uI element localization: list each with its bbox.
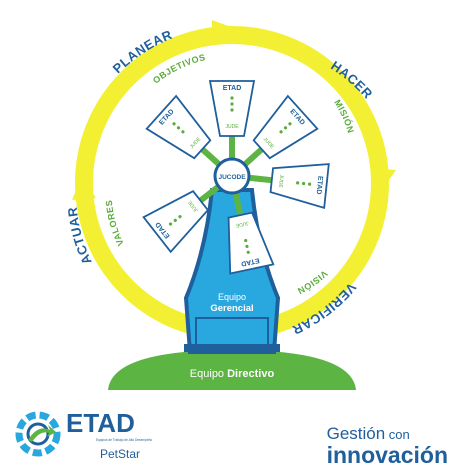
etad-logo-brand: PetStar — [100, 447, 140, 461]
hub — [213, 157, 251, 195]
etad-logo-title: ETAD — [66, 408, 135, 438]
blade-stem — [198, 182, 223, 203]
blade-dot — [245, 244, 249, 249]
hub-label: JUCODE — [218, 174, 246, 181]
blade-dot — [230, 108, 234, 112]
blade-dot — [181, 130, 185, 134]
blade-dot — [307, 182, 312, 186]
blade-dot — [296, 181, 300, 185]
blade-dot — [173, 218, 177, 222]
base-ground — [108, 350, 356, 390]
blade-dot — [172, 122, 176, 126]
blade-etad-label: ETAD — [223, 85, 242, 92]
etad-logo-subtitle: Equipos de Trabajo de Alto Desempeño — [96, 438, 152, 442]
blade-dot — [176, 126, 181, 130]
blade-stem — [231, 189, 244, 216]
base-label-equipo: Equipo — [190, 368, 227, 380]
con-word: con — [385, 427, 410, 442]
windmill-blade: ETAD JUDE — [245, 163, 330, 209]
base-label-directivo: Directivo — [227, 368, 274, 380]
blade-dot — [283, 126, 288, 130]
blade-stem — [229, 136, 235, 162]
windmill-blades: ETADJUDEETADJUDEETADJUDEETADJUDEETADJUDE… — [142, 80, 330, 275]
blade-etad-label: ETAD — [240, 256, 260, 267]
blade-dot — [279, 130, 283, 134]
tower-label-equipo: Equipo — [218, 292, 246, 302]
blade-jude-label: JUDE — [225, 124, 239, 130]
blade-dot — [230, 102, 234, 106]
blade-dot — [168, 222, 173, 226]
blade-dot — [230, 96, 234, 100]
ring-arrow-left — [72, 176, 96, 200]
blade-etad-label: ETAD — [315, 176, 324, 195]
blade-dot — [302, 181, 306, 186]
ring-arrow-top — [212, 20, 234, 46]
blade-stem — [200, 147, 224, 169]
blade-jude-label: JUDE — [277, 174, 284, 188]
etad-logo: ETAD Equipos de Trabajo de Alto Desempeñ… — [15, 408, 152, 461]
blade-panel — [269, 163, 330, 209]
tower-foot — [184, 344, 280, 352]
blade-stem — [240, 147, 264, 169]
blade-panel — [227, 211, 275, 275]
windmill-blade: ETAD JUDE — [227, 189, 275, 275]
innovacion-word: innovación — [326, 442, 448, 468]
blade-dot — [288, 122, 292, 126]
blade-dot — [246, 250, 250, 254]
blade-dot — [178, 215, 182, 219]
gear-icon — [15, 411, 61, 457]
blade-stem — [245, 174, 273, 184]
value-label-valores: VALORES — [104, 199, 126, 247]
tower-label-gerencial: Gerencial — [210, 303, 253, 314]
windmill-blade: ETAD JUDE — [208, 80, 256, 162]
gestion-word: Gestión — [326, 424, 386, 443]
blade-dot — [244, 238, 248, 243]
base-label: Equipo Directivo — [190, 368, 275, 380]
tower-door — [195, 317, 269, 347]
blade-jude-label: JUDE — [235, 220, 250, 229]
ring-arrow-right — [372, 168, 396, 190]
gestion-innovacion-logo: Gestión con innovación — [327, 425, 448, 467]
